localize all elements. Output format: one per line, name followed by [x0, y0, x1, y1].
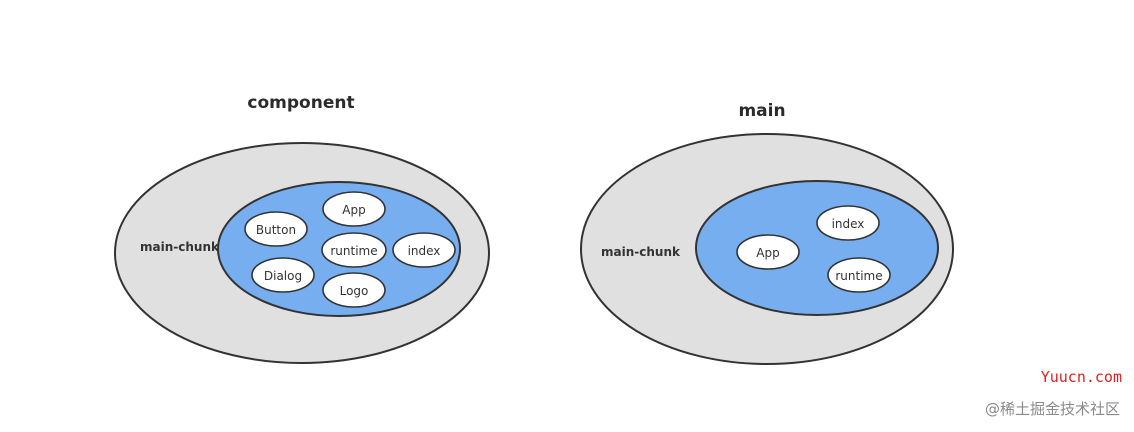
module-node: runtime: [321, 232, 387, 268]
module-node: index: [816, 205, 880, 241]
svg-text:runtime: runtime: [330, 244, 377, 258]
watermark-community: @稀土掘金技术社区: [984, 400, 1120, 418]
module-node: Dialog: [251, 257, 315, 293]
svg-text:Dialog: Dialog: [264, 269, 302, 283]
svg-text:index: index: [832, 217, 865, 231]
svg-text:Button: Button: [256, 223, 296, 237]
component-chunk-label: main-chunk: [140, 240, 220, 254]
component-title: component: [247, 93, 354, 113]
component-diagram: component main-chunk App Button runtime …: [114, 93, 490, 364]
module-node: Logo: [322, 272, 386, 308]
svg-text:index: index: [408, 244, 441, 258]
main-diagram: main main-chunk index App runtime: [580, 101, 954, 365]
svg-text:App: App: [342, 203, 365, 217]
main-chunk-label: main-chunk: [601, 245, 681, 259]
main-chunk-ellipse: [695, 180, 939, 316]
module-node: index: [392, 232, 456, 268]
module-node: App: [736, 234, 800, 270]
module-node: Button: [244, 211, 308, 247]
module-node: App: [322, 191, 386, 227]
module-node: runtime: [827, 257, 891, 293]
svg-text:Logo: Logo: [340, 284, 369, 298]
svg-text:runtime: runtime: [835, 269, 882, 283]
main-title: main: [738, 101, 785, 121]
svg-text:App: App: [756, 246, 779, 260]
watermark-site: Yuucn.com: [1040, 368, 1122, 386]
